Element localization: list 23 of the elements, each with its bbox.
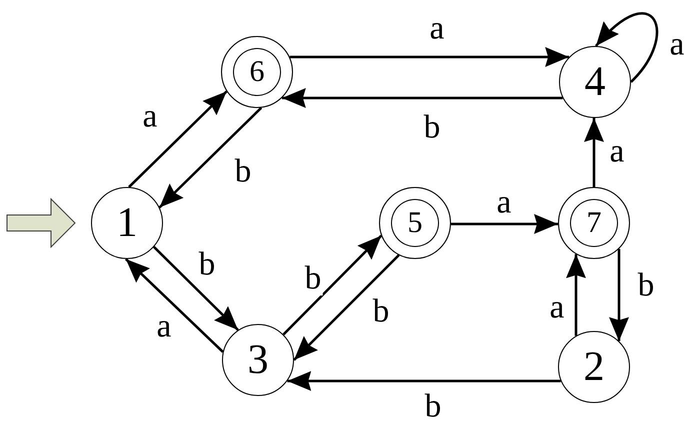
transition-arrow (282, 88, 563, 108)
state-number: 6 (250, 57, 264, 87)
state-number: 4 (584, 61, 606, 103)
transition-arrow (153, 246, 239, 331)
self-loop-arrow (595, 12, 658, 83)
transition-arrow (450, 214, 558, 234)
transition-arrow (293, 254, 400, 361)
state-number: 2 (584, 346, 604, 388)
state-number: 5 (408, 208, 422, 238)
transition-arrow (158, 106, 262, 208)
transition-arrow (128, 90, 228, 188)
state-number: 7 (586, 208, 602, 238)
start-arrow (6, 198, 76, 248)
transition-arrow (290, 47, 570, 67)
transition-arrow (584, 118, 604, 187)
state-number: 1 (116, 202, 138, 244)
transition-arrow (124, 258, 224, 353)
transition-arrow (609, 248, 629, 342)
state-number: 3 (248, 339, 268, 381)
transition-arrow (566, 254, 586, 336)
transition-arrow (287, 371, 561, 391)
transition-arrow (282, 234, 382, 336)
edge-label: b (304, 262, 322, 296)
